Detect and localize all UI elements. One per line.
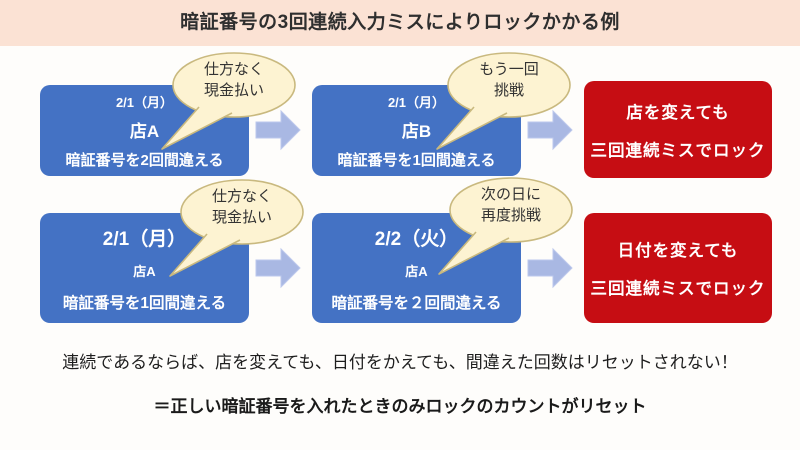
step-date: 2/1（月） <box>387 94 446 110</box>
speech-bubble-icon <box>436 52 571 150</box>
result-line: 店を変えても <box>626 103 730 122</box>
step-action: 暗証番号を1回間違える <box>337 151 496 169</box>
speech-bubble-icon <box>169 179 304 277</box>
step-date: 2/1（月） <box>115 94 174 110</box>
speech-bubble: 仕方なく 現金払い <box>162 178 312 282</box>
step-shop: 店B <box>401 122 432 141</box>
bubble-text: 仕方なく 現金払い <box>211 188 272 226</box>
result-line: 日付を変えても <box>617 242 739 260</box>
bubble-text: 次の日に 再度挑戦 <box>480 186 541 224</box>
footer-note: 連続であるならば、店を変えても、日付をかえても、間違えた回数はリセットされない！ <box>62 353 738 372</box>
step-shop: 店A <box>133 264 156 279</box>
flow-arrow-icon <box>527 109 573 151</box>
step-action: 暗証番号を1回間違える <box>62 294 227 312</box>
speech-bubble-icon <box>438 177 573 275</box>
step-date: 2/1（月） <box>102 228 187 250</box>
title-banner: 暗証番号の3回連続入力ミスによりロックかかる例 <box>0 0 800 46</box>
flow-arrow-icon <box>255 109 301 151</box>
step-box-day1-shop-a-retry: 2/1（月） 店A 暗証番号を1回間違える <box>40 213 249 323</box>
step-action: 暗証番号を2回間違える <box>65 151 224 169</box>
bubble-text: もう一回 挑戦 <box>479 61 539 99</box>
speech-bubble: もう一回 挑戦 <box>429 51 579 155</box>
result-line: 三回連続ミスでロック <box>590 280 766 298</box>
step-action: 暗証番号を２回間違える <box>331 294 502 312</box>
speech-bubble: 次の日に 再度挑戦 <box>431 176 581 280</box>
result-line: 三回連続ミスでロック <box>590 141 766 160</box>
bubble-text: 仕方なく 現金払い <box>203 61 264 99</box>
step-shop: 店A <box>129 122 160 141</box>
result-box-shop-change: 店を変えても 三回連続ミスでロック <box>584 81 772 178</box>
flow-arrow-icon <box>527 247 573 289</box>
step-box-day1-shop-b: 2/1（月） 店B 暗証番号を1回間違える <box>312 85 521 176</box>
step-shop: 店A <box>405 264 428 279</box>
footer-conclusion: ＝正しい暗証番号を入れたときのみロックのカウントがリセット <box>153 397 647 416</box>
step-date: 2/2（火） <box>374 228 459 250</box>
flow-arrow-icon <box>255 247 301 289</box>
result-box-date-change: 日付を変えても 三回連続ミスでロック <box>584 213 772 323</box>
page-title: 暗証番号の3回連続入力ミスによりロックかかる例 <box>180 12 620 33</box>
speech-bubble-icon <box>161 52 296 150</box>
speech-bubble: 仕方なく 現金払い <box>154 51 304 155</box>
